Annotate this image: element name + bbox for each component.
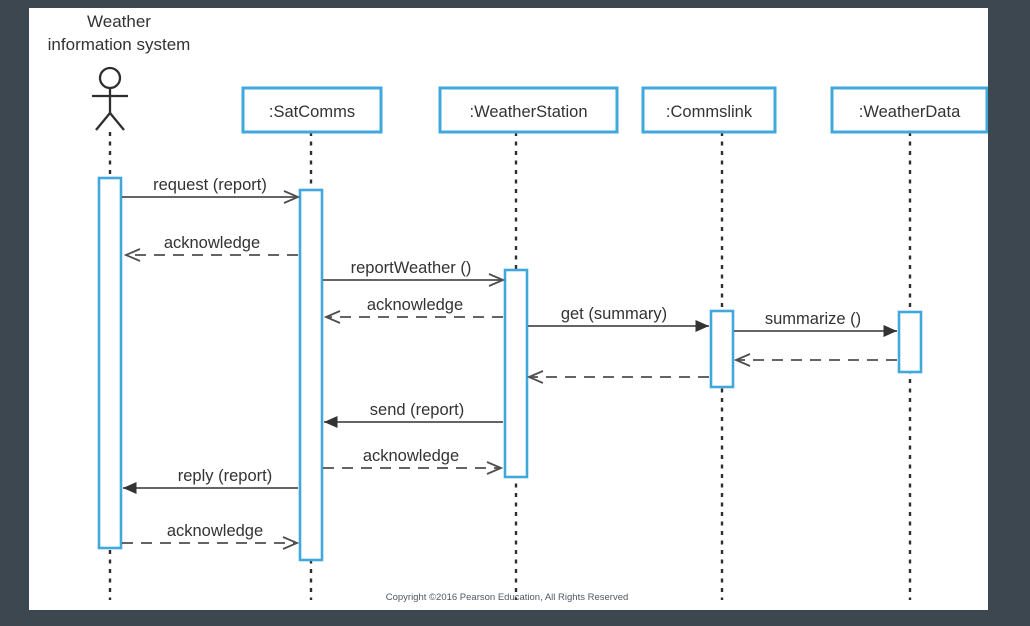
object-box-commslink	[641, 86, 777, 134]
actor-label-line1: Weather	[87, 12, 151, 31]
copyright-notice: Copyright ©2016 Pearson Education, All R…	[386, 592, 629, 603]
activation-bar-weatherdata	[897, 310, 923, 374]
message-label-request-report: request (report)	[153, 176, 267, 194]
message-label-reportweather: reportWeather ()	[351, 259, 472, 277]
object-box-weatherdata	[830, 86, 989, 134]
object-box-satcomms	[241, 86, 383, 134]
message-label-reply-report: reply (report)	[178, 467, 272, 485]
object-box-weatherstation	[438, 86, 619, 134]
activation-bar-weatherstation	[503, 268, 529, 479]
message-label-send-report: send (report)	[370, 401, 464, 419]
sequence-diagram: Weather information system :SatComms :We…	[48, 12, 989, 603]
object-label-satcomms: :SatComms	[269, 103, 355, 121]
diagram-canvas: Weather information system :SatComms :We…	[29, 8, 989, 610]
object-label-weatherdata: :WeatherData	[859, 103, 961, 121]
actor-leg-left	[95, 112, 111, 131]
message-label-get-summary: get (summary)	[561, 305, 667, 323]
activation-bar-actor	[97, 176, 123, 550]
message-label-acknowledge-3: acknowledge	[363, 447, 459, 465]
actor-head-icon	[98, 66, 122, 90]
message-label-acknowledge-4: acknowledge	[167, 522, 263, 540]
message-label-summarize: summarize ()	[765, 310, 861, 328]
actor-label-line2: information system	[48, 35, 191, 54]
activation-bar-commslink	[709, 309, 735, 389]
object-label-weatherstation: :WeatherStation	[469, 103, 587, 121]
object-label-commslink: :Commslink	[666, 103, 753, 121]
message-label-acknowledge-1: acknowledge	[164, 234, 260, 252]
actor-leg-right	[109, 112, 125, 131]
activation-bar-satcomms	[298, 188, 324, 562]
message-label-acknowledge-2: acknowledge	[367, 296, 463, 314]
actor-figure	[92, 66, 128, 131]
